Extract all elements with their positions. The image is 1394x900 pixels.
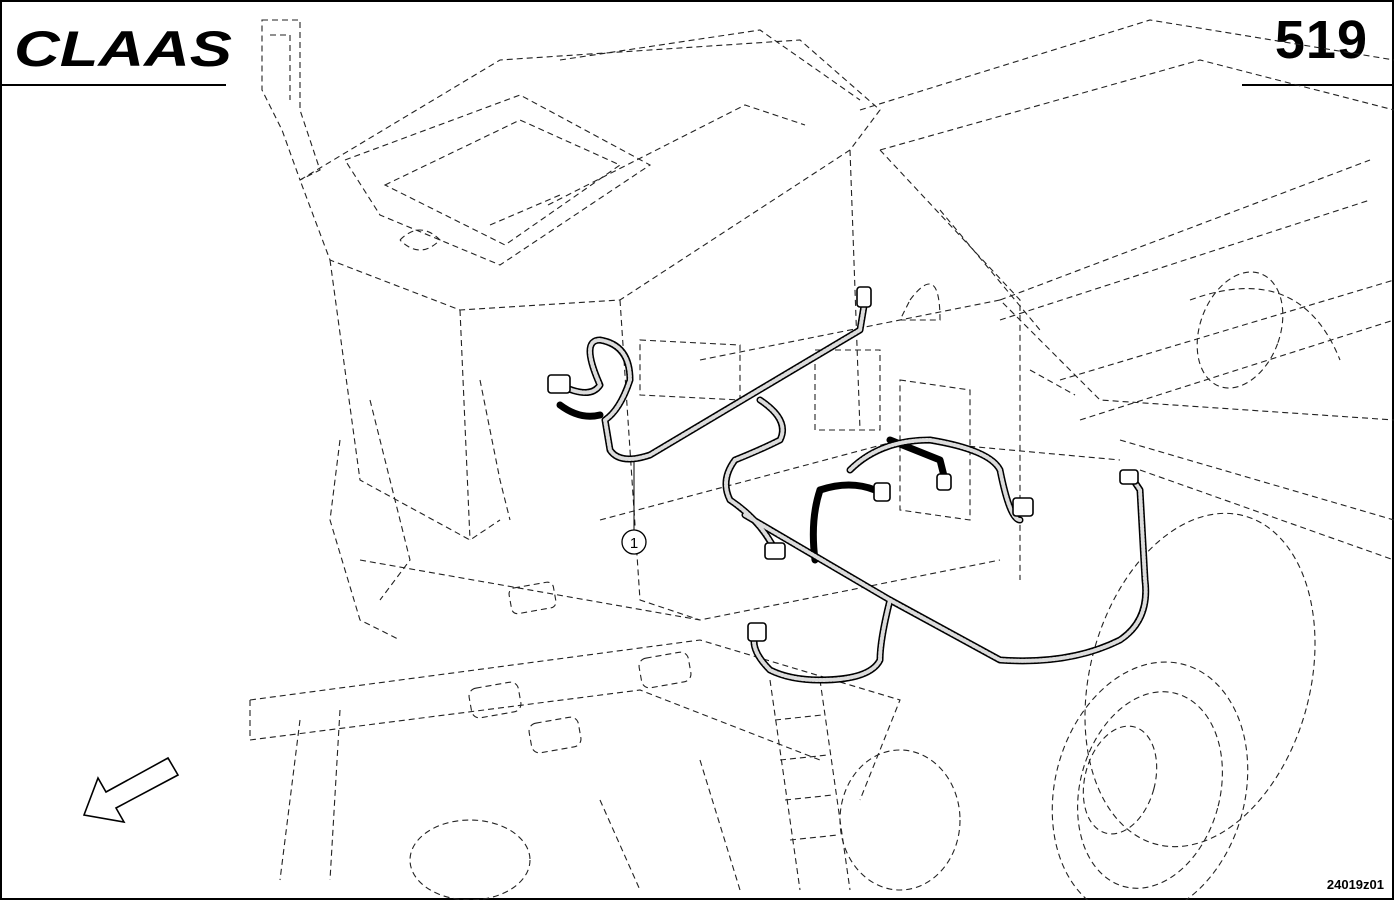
connector bbox=[547, 374, 571, 394]
connector bbox=[1012, 497, 1034, 517]
direction-arrow-icon bbox=[82, 756, 180, 824]
connector bbox=[936, 473, 952, 491]
wiring-harness bbox=[556, 296, 1150, 684]
drawing-id: 24019z01 bbox=[1326, 877, 1384, 892]
header-rule-right bbox=[1242, 84, 1394, 86]
brand-logo: CLAAS bbox=[8, 14, 238, 80]
connector bbox=[747, 622, 767, 642]
connectors bbox=[547, 286, 1139, 642]
page-number: 519 bbox=[1274, 10, 1368, 70]
connector bbox=[873, 482, 891, 502]
machine-outline bbox=[249, 19, 1394, 900]
callout-label: 1 bbox=[630, 535, 638, 552]
connector bbox=[764, 542, 786, 560]
callout-1: 1 bbox=[621, 462, 647, 555]
connector bbox=[1119, 469, 1139, 485]
header-rule-left bbox=[0, 84, 226, 86]
brand-logo-text: CLAAS bbox=[14, 21, 232, 77]
connector bbox=[856, 286, 872, 308]
